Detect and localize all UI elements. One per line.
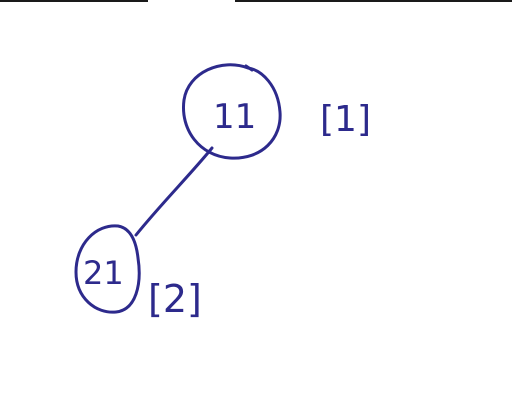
scan-edge-mark-right [235, 0, 512, 2]
scan-edge-mark-left [0, 0, 148, 2]
root-index-label: [1] [320, 99, 371, 140]
left-child-index-label: [2] [148, 277, 202, 321]
root-node-circle-ink-dot [244, 64, 254, 72]
left-child-node-circle [74, 224, 141, 314]
tree-edge-root-left [134, 146, 214, 237]
left-child-node-value: 21 [83, 254, 124, 292]
root-node-value: 11 [213, 97, 256, 137]
root-node-circle [182, 63, 282, 160]
